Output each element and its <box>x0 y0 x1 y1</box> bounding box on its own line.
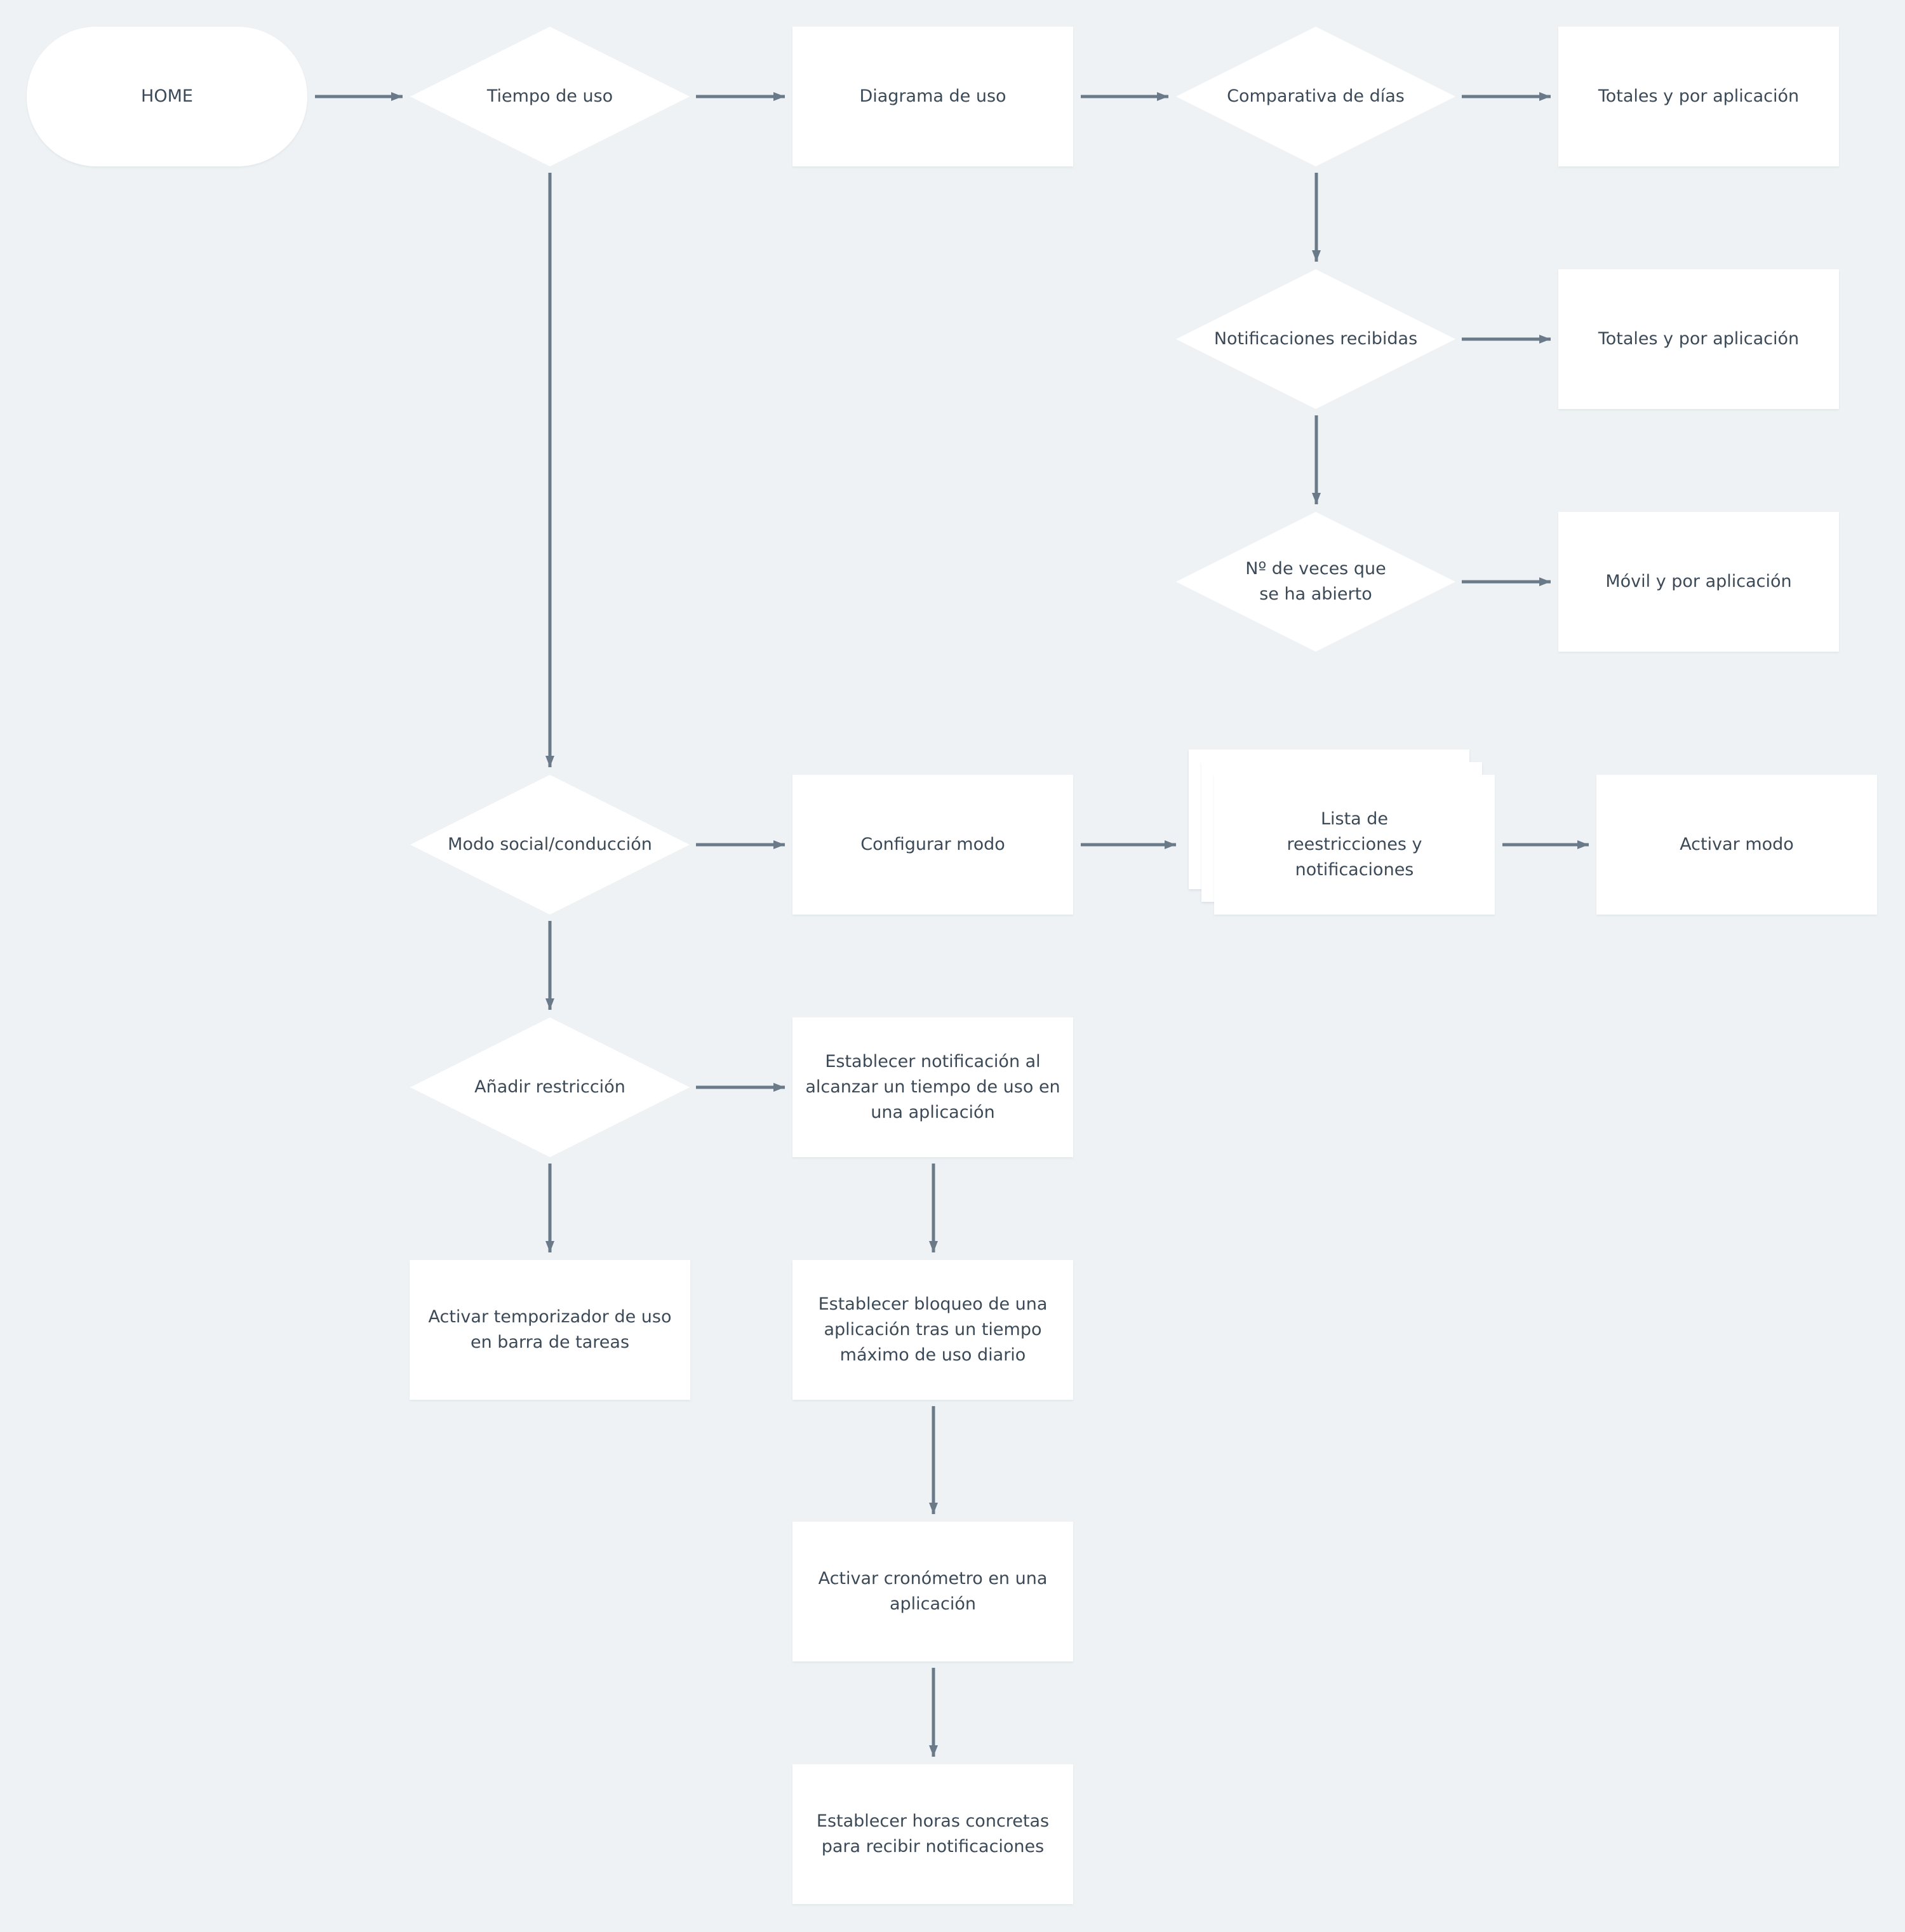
activar-temporizador-node: Activar temporizador de uso en barra de … <box>410 1260 690 1400</box>
comparativa-de-dias-decision: Comparativa de días <box>1176 27 1455 166</box>
home-node: HOME <box>27 27 307 166</box>
activar-modo-node: Activar modo <box>1596 775 1877 915</box>
notificaciones-recibidas-decision: Notificaciones recibidas <box>1176 269 1455 409</box>
establecer-bloqueo-node: Establecer bloqueo de una aplicación tra… <box>792 1260 1073 1400</box>
establecer-horas-node: Establecer horas concretas para recibir … <box>792 1764 1073 1904</box>
veces-abierto-decision: Nº de veces que se ha abierto <box>1176 512 1455 652</box>
anadir-restriccion-decision: Añadir restricción <box>410 1017 690 1157</box>
establecer-notificacion-node: Establecer notificación al alcanzar un t… <box>792 1017 1073 1157</box>
totales-por-aplicacion-node: Totales y por aplicación <box>1558 269 1839 409</box>
lista-restricciones-notificaciones-node: Lista de reestricciones y notificaciones <box>1214 775 1495 915</box>
modo-social-conduccion-decision: Modo social/conducción <box>410 775 690 915</box>
diagrama-de-uso-node: Diagrama de uso <box>792 27 1073 166</box>
configurar-modo-node: Configurar modo <box>792 775 1073 915</box>
activar-cronometro-node: Activar cronómetro en una aplicación <box>792 1522 1073 1661</box>
tiempo-de-uso-decision: Tiempo de uso <box>410 27 690 166</box>
movil-por-aplicacion-node: Móvil y por aplicación <box>1558 512 1839 652</box>
totales-por-aplicacion-node: Totales y por aplicación <box>1558 27 1839 166</box>
